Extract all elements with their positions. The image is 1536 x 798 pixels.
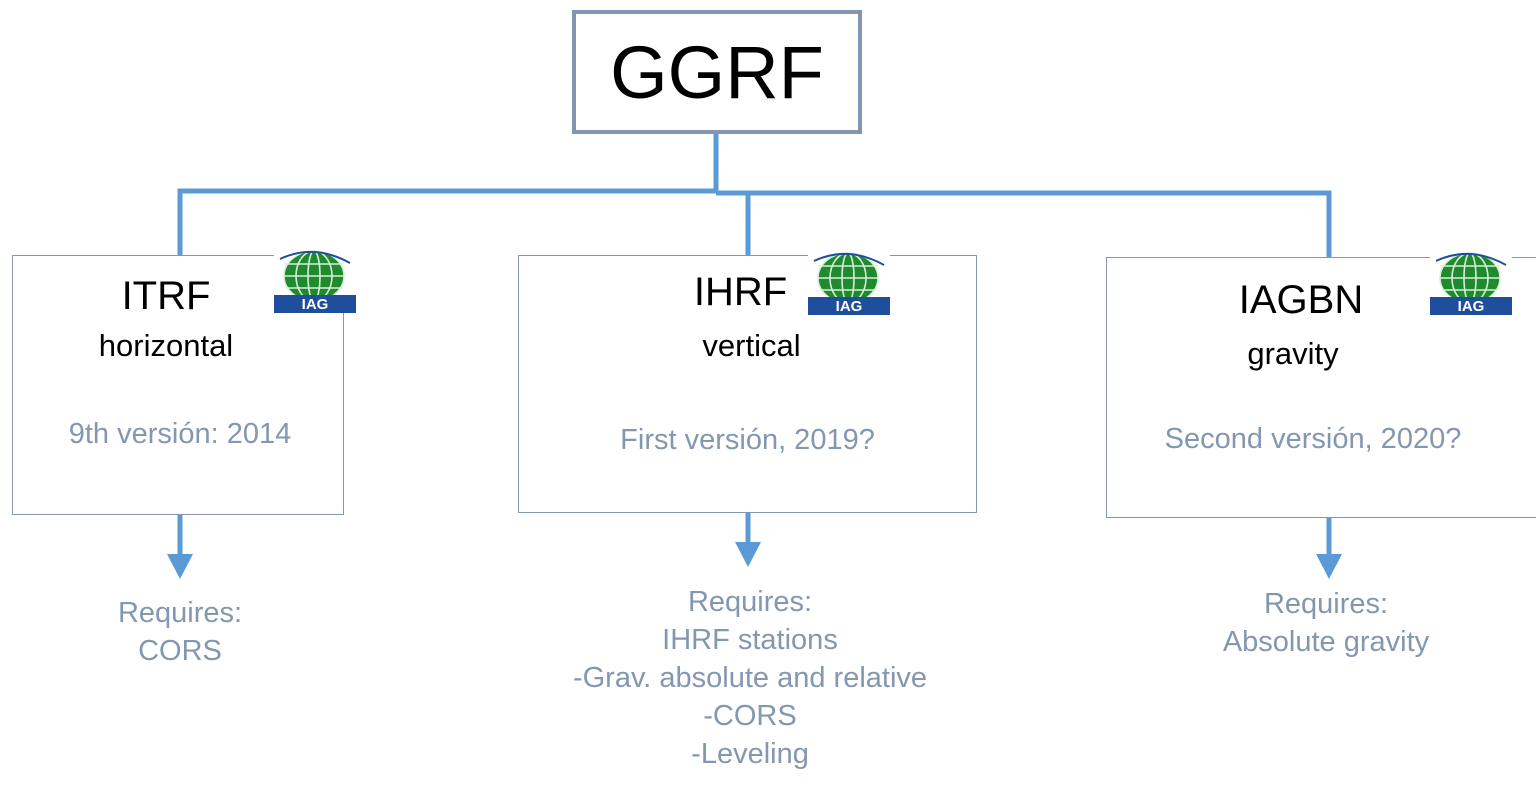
ihrf-title: IHRF — [693, 270, 788, 314]
ihrf-frame-box: IHRF vertical First versión, 2019? — [518, 255, 977, 513]
requires-line: Absolute gravity — [1222, 626, 1430, 658]
iagbn-requires-text: Requires: Absolute gravity — [1168, 585, 1484, 661]
iag-logo-text: IAG — [302, 296, 329, 313]
branch-line-right — [716, 190, 1332, 258]
ihrf-version: First versión, 2019? — [620, 424, 875, 456]
itrf-requires-text: Requires: CORS — [60, 594, 300, 670]
arrow-head-iagbn — [1316, 554, 1342, 579]
iagbn-version: Second versión, 2020? — [1164, 423, 1462, 455]
requires-line: -CORS — [703, 700, 797, 732]
iag-logo-text: IAG — [1458, 298, 1485, 315]
ihrf-subtitle: vertical — [702, 328, 801, 363]
iagbn-title: IAGBN — [1238, 278, 1364, 322]
arrow-head-itrf — [167, 554, 193, 579]
requires-line: -Leveling — [691, 738, 809, 770]
itrf-version: 9th versión: 2014 — [68, 418, 292, 450]
ggrf-root-box: GGRF — [572, 10, 862, 134]
requires-line: -Grav. absolute and relative — [572, 662, 928, 694]
requires-line: Requires: — [687, 586, 813, 618]
requires-line: Requires: — [117, 597, 243, 629]
requires-line: Requires: — [1263, 588, 1389, 620]
iag-logo-icon: IAG — [1430, 251, 1512, 315]
iag-logo-icon: IAG — [808, 251, 890, 315]
iag-logo-icon: IAG — [274, 249, 356, 313]
ggrf-root-label: GGRF — [610, 30, 824, 114]
requires-line: IHRF stations — [662, 624, 838, 656]
itrf-subtitle: horizontal — [98, 328, 234, 363]
iag-logo-text: IAG — [836, 298, 863, 315]
itrf-title: ITRF — [121, 274, 211, 318]
ihrf-requires-text: Requires: IHRF stations -Grav. absolute … — [500, 583, 1000, 773]
iagbn-subtitle: gravity — [1247, 336, 1339, 371]
branch-line-center — [716, 190, 751, 256]
arrow-head-ihrf — [735, 542, 761, 567]
requires-line: CORS — [138, 635, 222, 667]
branch-line-left — [177, 188, 716, 256]
